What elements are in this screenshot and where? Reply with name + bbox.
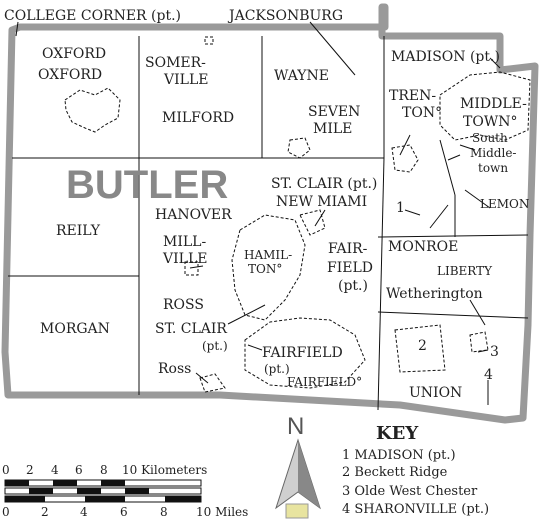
label-trenton-1: TREN- bbox=[389, 88, 436, 104]
fairfield-boundary bbox=[244, 317, 366, 389]
seven-mile-boundary bbox=[287, 137, 311, 159]
leader-lines bbox=[15, 21, 501, 405]
label-jacksonburg: JACKSONBURG bbox=[227, 8, 343, 24]
key-item-2: 2 Beckett Ridge bbox=[342, 465, 448, 480]
scale-mi-10: 10 Miles bbox=[196, 505, 248, 519]
label-st-clair-pt-top: ST. CLAIR (pt.) bbox=[271, 176, 377, 192]
new-miami-boundary bbox=[299, 209, 326, 236]
label-madison-pt: MADISON (pt.) bbox=[391, 49, 500, 65]
scale-km-2: 2 bbox=[26, 463, 34, 477]
scale-mi-2: 2 bbox=[41, 505, 49, 519]
label-millville-1: MILL- bbox=[163, 234, 206, 250]
label-milford: MILFORD bbox=[162, 110, 234, 126]
county-name: BUTLER bbox=[66, 163, 228, 207]
label-fairfield-city-3: (pt.) bbox=[338, 278, 368, 294]
scale-bar: 0 2 4 6 8 10 Kilometers 0 2 4 6 8 10 Mil… bbox=[2, 463, 248, 519]
label-fairfield-township: FAIRFIELD bbox=[262, 345, 343, 361]
label-south-middletown-3: town bbox=[478, 161, 508, 175]
label-south-middletown-2: Middle- bbox=[470, 146, 516, 160]
label-fairfield-city-1: FAIR- bbox=[328, 241, 368, 257]
scale-mi-0: 0 bbox=[2, 505, 10, 519]
label-hamilton-2: TON° bbox=[248, 262, 282, 276]
key-marker-3: 3 bbox=[490, 344, 499, 360]
label-union: UNION bbox=[409, 385, 462, 401]
label-college-corner: COLLEGE CORNER (pt.) bbox=[4, 8, 181, 24]
label-ross-place: Ross bbox=[158, 361, 191, 377]
olde-west-chester-boundary bbox=[469, 331, 489, 353]
north-label: N bbox=[287, 413, 304, 440]
label-hanover: HANOVER bbox=[155, 207, 232, 223]
key-title: KEY bbox=[376, 423, 419, 444]
label-millville-2: VILLE bbox=[162, 251, 207, 267]
key-item-1: 1 MADISON (pt.) bbox=[342, 448, 456, 463]
label-lemon: LEMON bbox=[480, 197, 529, 211]
label-middletown-1: MIDDLE- bbox=[460, 96, 527, 112]
label-south-middletown-1: South bbox=[472, 131, 508, 145]
key-item-3: 3 Olde West Chester bbox=[342, 484, 478, 499]
label-somerville-1: SOMER- bbox=[145, 55, 206, 71]
map-key: KEY 1 MADISON (pt.) 2 Beckett Ridge 3 Ol… bbox=[342, 423, 489, 517]
scale-km-0: 0 bbox=[2, 463, 10, 477]
scale-km-8: 8 bbox=[100, 463, 108, 477]
scale-km-6: 6 bbox=[75, 463, 83, 477]
label-oxford-township: OXFORD bbox=[42, 46, 106, 62]
scale-mi-4: 4 bbox=[80, 505, 88, 519]
key-marker-4: 4 bbox=[484, 367, 493, 383]
label-trenton-2: TON° bbox=[402, 105, 442, 121]
somerville-boundary bbox=[204, 36, 214, 45]
north-arrow-base-icon bbox=[285, 503, 309, 519]
scale-mi-8: 8 bbox=[160, 505, 168, 519]
label-middletown-2: TOWN° bbox=[463, 114, 517, 130]
label-st-clair-pt-2-2: (pt.) bbox=[202, 339, 228, 353]
label-fairfield-city-2: FIELD bbox=[327, 260, 373, 276]
label-morgan: MORGAN bbox=[40, 321, 110, 337]
label-st-clair-pt-2-1: ST. CLAIR bbox=[155, 321, 227, 337]
label-fairfield-township-pt: (pt.) bbox=[264, 362, 290, 376]
north-arrow: N bbox=[275, 413, 321, 519]
ross-place-boundary bbox=[199, 373, 226, 393]
key-marker-1: 1 bbox=[396, 200, 405, 216]
hamilton-boundary bbox=[231, 214, 306, 321]
millville-boundary bbox=[184, 261, 199, 276]
oxford-city-boundary bbox=[64, 87, 121, 133]
label-ross-township: ROSS bbox=[163, 297, 204, 313]
label-somerville-2: VILLE bbox=[163, 72, 208, 88]
place-boundaries bbox=[64, 36, 531, 393]
label-hamilton-1: HAMIL- bbox=[244, 248, 292, 262]
scale-km-4: 4 bbox=[51, 463, 59, 477]
label-monroe: MONROE bbox=[388, 239, 458, 255]
trenton-boundary bbox=[391, 144, 419, 173]
county-border bbox=[1, 3, 539, 424]
label-seven-mile-1: SEVEN bbox=[308, 104, 360, 120]
township-lines bbox=[8, 36, 529, 411]
label-new-miami: NEW MIAMI bbox=[276, 194, 367, 210]
label-seven-mile-2: MILE bbox=[313, 121, 352, 137]
middletown-boundary bbox=[439, 71, 531, 141]
key-marker-2: 2 bbox=[418, 338, 427, 354]
label-reily: REILY bbox=[56, 223, 101, 239]
scale-km-10: 10 Kilometers bbox=[122, 463, 207, 477]
key-item-4: 4 SHARONVILLE (pt.) bbox=[342, 502, 489, 517]
scale-mi-6: 6 bbox=[120, 505, 128, 519]
label-oxford-city: OXFORD bbox=[38, 67, 102, 83]
beckett-ridge-boundary bbox=[394, 324, 446, 373]
label-fairfield-city: FAIRFIELD° bbox=[287, 375, 362, 389]
label-wetherington: Wetherington bbox=[386, 286, 483, 302]
label-wayne: WAYNE bbox=[274, 68, 329, 84]
label-liberty: LIBERTY bbox=[437, 264, 493, 278]
